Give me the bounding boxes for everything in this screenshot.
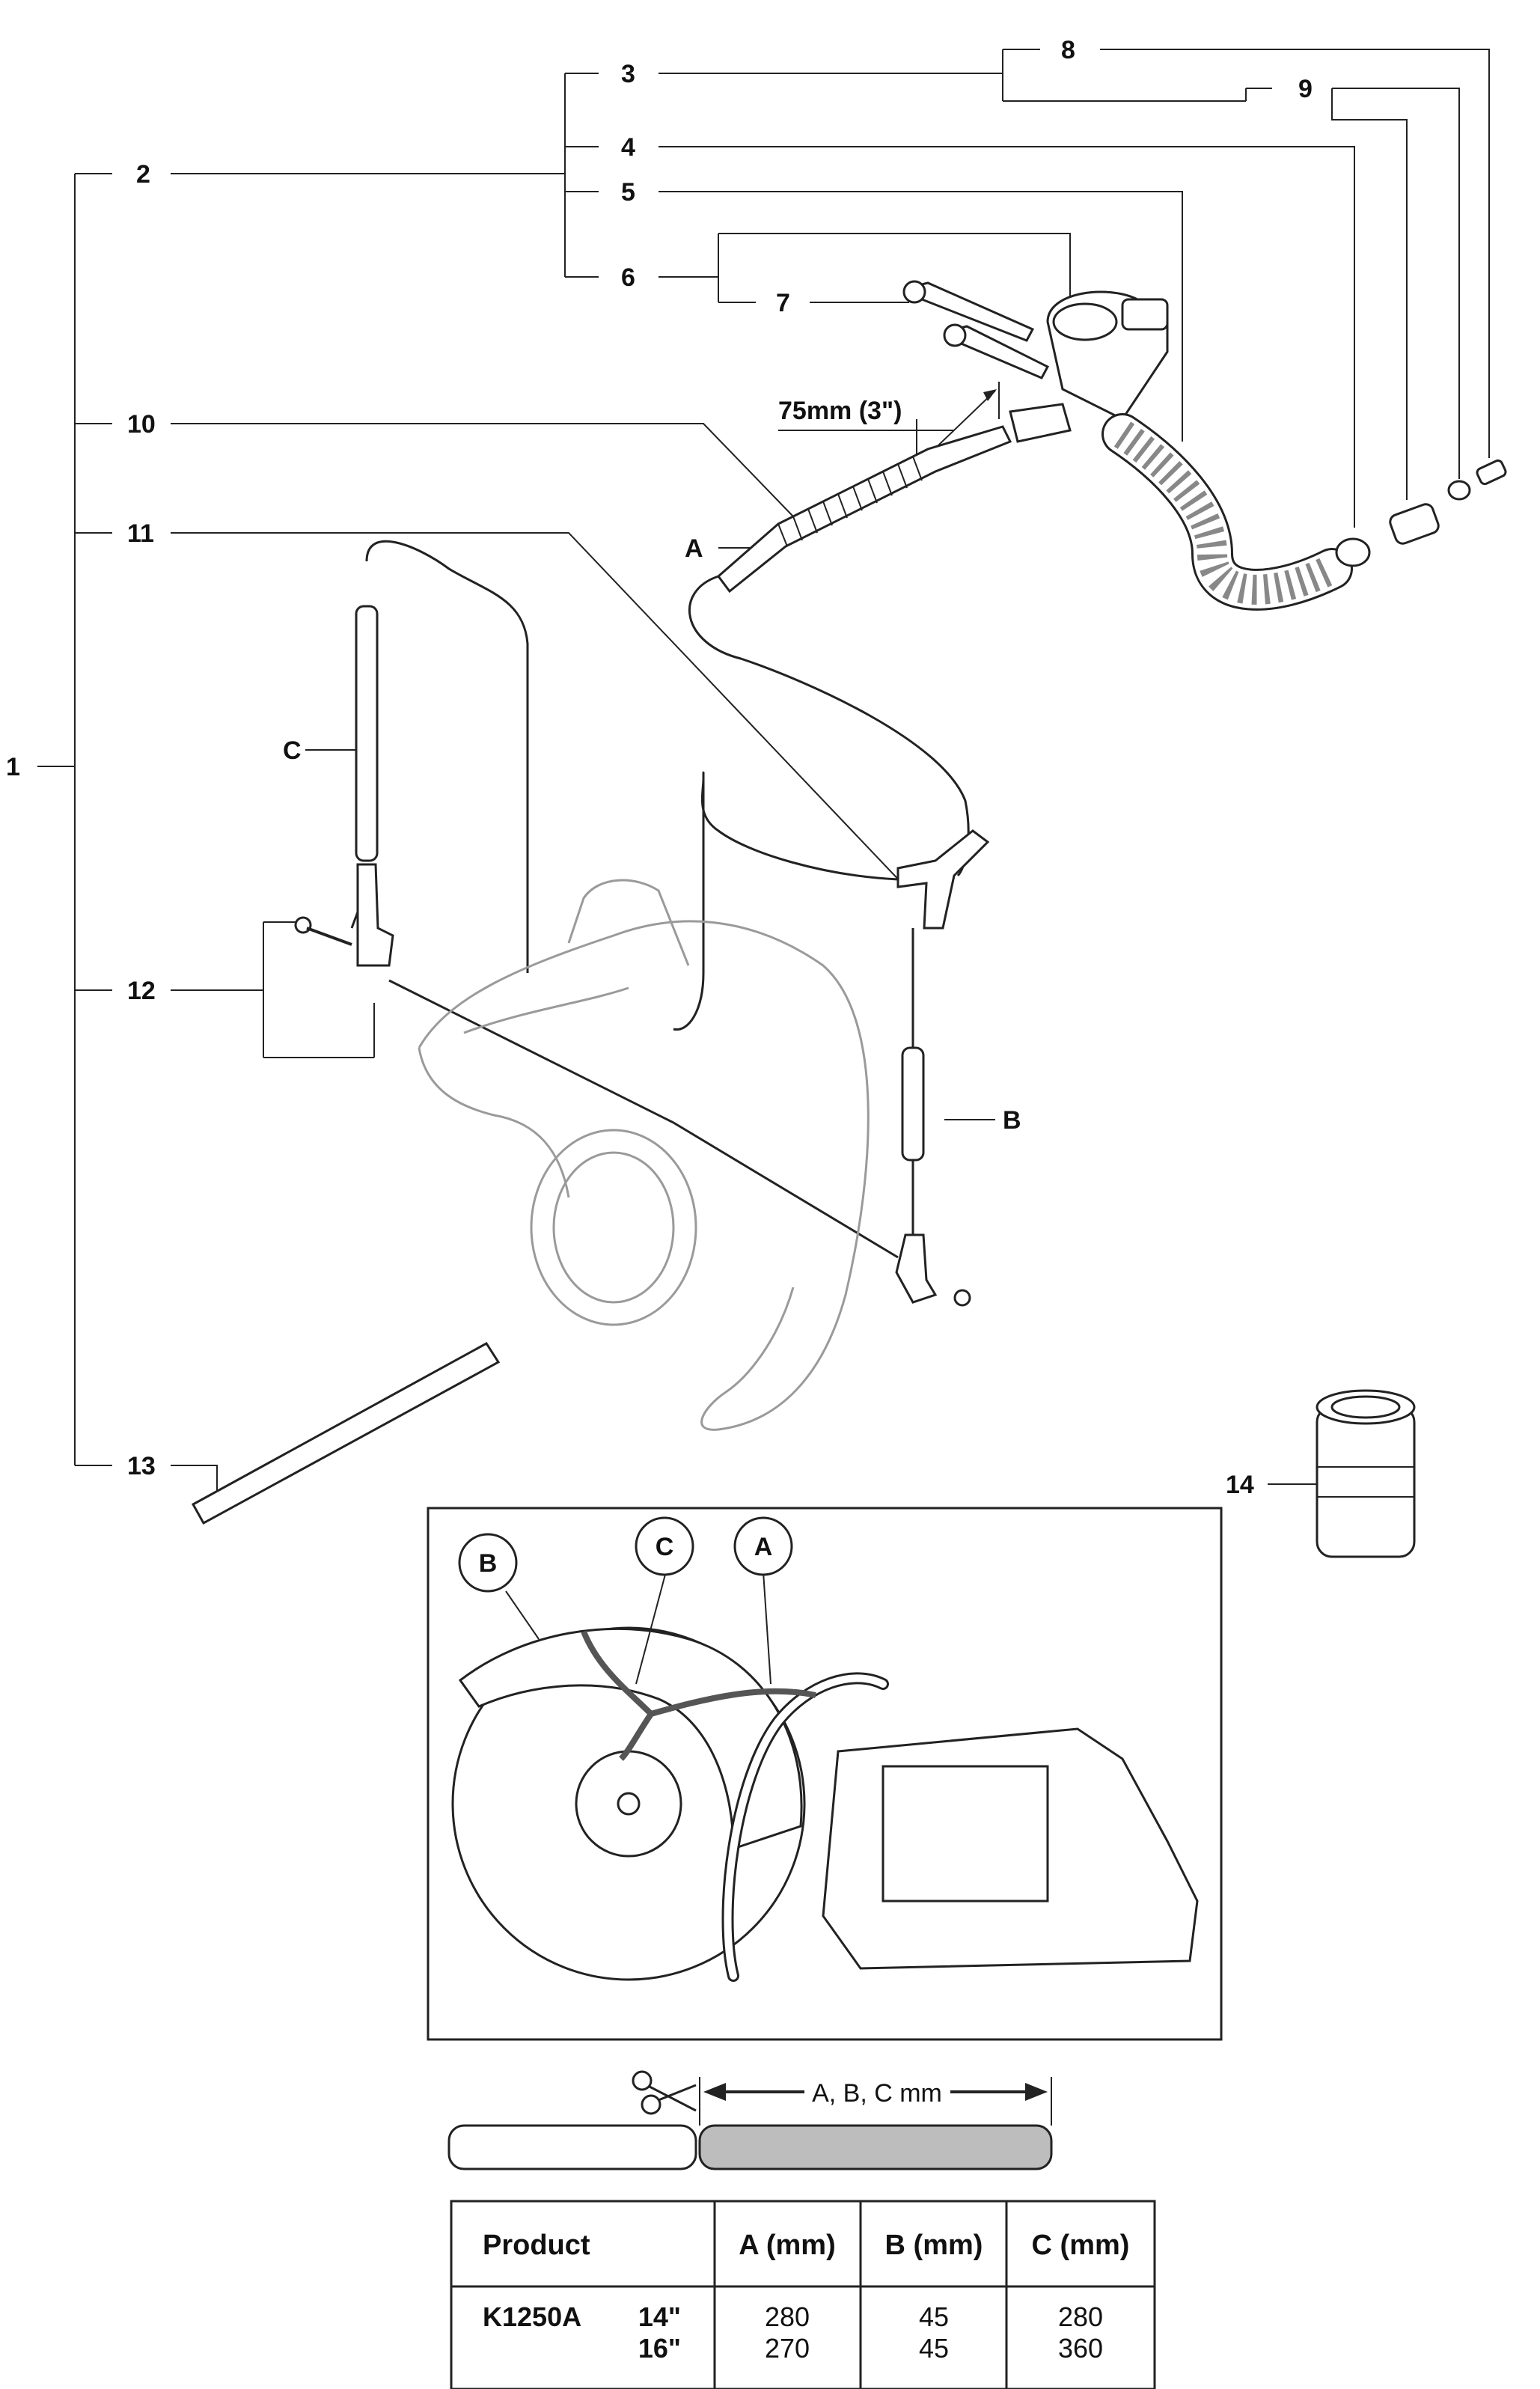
callout-2: 2 <box>136 160 150 189</box>
elbow-fitting-part-12-left <box>294 863 394 967</box>
parts <box>191 280 1507 1558</box>
hose-label-c: C <box>283 736 302 765</box>
machine-detail-inset: B C A <box>427 1507 1223 2041</box>
cut-length-label: A, B, C mm <box>812 2079 942 2108</box>
clamp-part-4 <box>1335 537 1371 567</box>
leader-lines <box>37 49 1490 1504</box>
tube-part-13 <box>191 1342 501 1525</box>
hose-piece-b <box>901 1046 925 1162</box>
length-table: Product A (mm) B (mm) C (mm) K1250A 14" … <box>450 2200 1156 2389</box>
callout-14: 14 <box>1226 1471 1254 1499</box>
callout-7: 7 <box>776 289 790 317</box>
hose-label-a: A <box>685 534 703 563</box>
callout-4: 4 <box>621 133 635 162</box>
screw-part-8 <box>1476 459 1507 486</box>
coupling-part-14 <box>1316 1389 1416 1558</box>
callout-3: 3 <box>621 60 635 88</box>
table-cell: 280 <box>1058 2301 1103 2332</box>
scissors-icon <box>632 2070 697 2115</box>
hose-label-b: B <box>1003 1106 1021 1135</box>
callout-13: 13 <box>127 1452 156 1480</box>
table-header-b: B (mm) <box>885 2230 983 2261</box>
table-cell: 45 <box>919 2333 949 2364</box>
hose-lines <box>350 540 970 1259</box>
table-cell: 270 <box>765 2333 810 2364</box>
callout-numbers: 1 2 3 4 5 6 7 8 9 10 11 12 13 14 <box>6 36 1313 1499</box>
table-header-product: Product <box>483 2230 590 2261</box>
cut-length-illustration: A, B, C mm <box>447 2070 1053 2170</box>
callout-12: 12 <box>127 977 156 1005</box>
table-header-a: A (mm) <box>739 2230 835 2261</box>
hose-part-10 <box>716 425 1012 594</box>
y-connector-part-11 <box>896 829 990 930</box>
callout-10: 10 <box>127 410 156 439</box>
valve-body-part-6 <box>1009 290 1169 443</box>
callout-5: 5 <box>621 178 635 207</box>
table-row-size: 16" <box>638 2333 681 2364</box>
callout-1: 1 <box>6 753 20 781</box>
detail-label-b: B <box>479 1549 498 1578</box>
callout-8: 8 <box>1061 36 1075 64</box>
nipple-part-9 <box>1389 480 1471 545</box>
callout-9: 9 <box>1298 75 1313 103</box>
table-cell: 45 <box>919 2301 949 2332</box>
callout-11: 11 <box>127 519 154 548</box>
table-cell: 360 <box>1058 2333 1103 2364</box>
table-cell: 280 <box>765 2301 810 2332</box>
dimension-label: 75mm (3") <box>778 397 902 425</box>
detail-label-a: A <box>754 1533 773 1561</box>
table-row-size: 14" <box>638 2301 681 2332</box>
blade-guard-ghost <box>418 879 870 1431</box>
callout-6: 6 <box>621 263 635 292</box>
hose-piece-c <box>355 605 379 862</box>
screws-part-7 <box>902 280 1050 379</box>
detail-label-c: C <box>656 1533 674 1561</box>
braided-hose-part-5 <box>1101 413 1353 611</box>
table-header-c: C (mm) <box>1032 2230 1130 2261</box>
table-model: K1250A <box>483 2301 581 2332</box>
elbow-fitting-part-12-right <box>895 1233 971 1307</box>
